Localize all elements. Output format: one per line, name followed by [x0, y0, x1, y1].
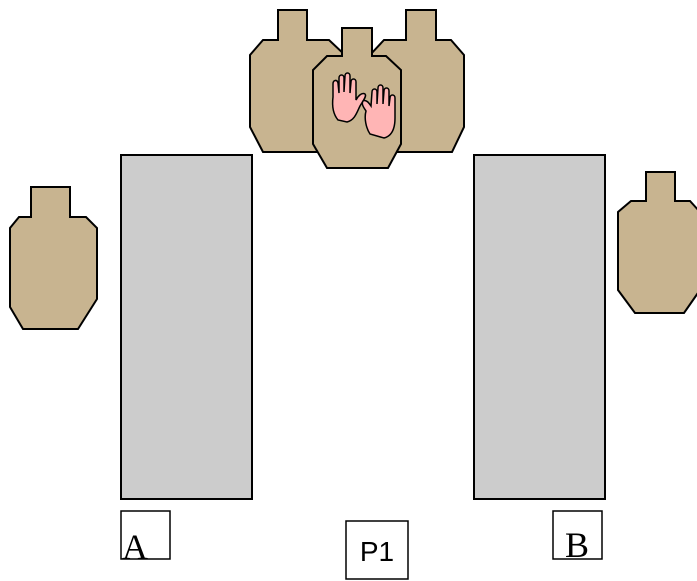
right-hand-icon	[361, 84, 396, 139]
target-left	[9, 186, 98, 330]
target-right	[617, 171, 697, 314]
hands-icon	[331, 72, 396, 139]
position-a: A	[120, 510, 171, 567]
position-p1-box	[345, 520, 409, 580]
position-b-label: B	[565, 525, 589, 565]
wall-right	[473, 154, 606, 500]
position-p1-label: P1	[360, 536, 394, 567]
position-b-box	[552, 510, 603, 560]
wall-left	[120, 154, 253, 500]
position-a-box	[120, 510, 171, 560]
position-b: B	[552, 510, 603, 565]
position-p1: P1	[345, 520, 409, 580]
position-a-label: A	[122, 527, 148, 567]
